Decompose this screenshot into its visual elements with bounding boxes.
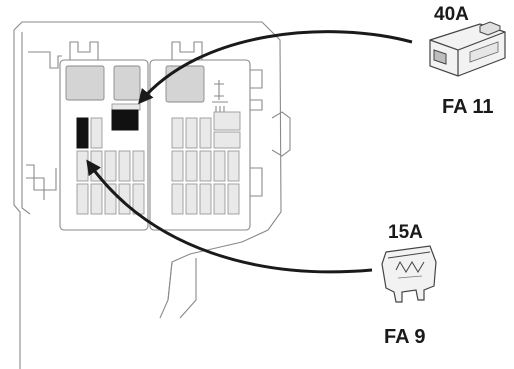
fuse-slot <box>227 150 240 182</box>
fuse-slot <box>213 150 226 182</box>
relay-slot <box>165 65 205 103</box>
fuse-slot <box>104 183 117 215</box>
fuse-slot <box>185 117 198 149</box>
fuse-slot <box>213 111 241 131</box>
fuse-box-housing <box>13 21 291 369</box>
fuse-rating-15a: 15A <box>388 222 423 243</box>
fuse-slot <box>213 183 226 215</box>
fuse-fa9-highlight <box>76 117 89 149</box>
arrow-to-fa11 <box>138 30 413 105</box>
fuse-slot <box>199 150 212 182</box>
fuse-slot <box>185 150 198 182</box>
fuse-slot <box>199 183 212 215</box>
fuse-slot <box>90 183 103 215</box>
fuse-slot <box>76 150 89 182</box>
blade-fuse-icon <box>381 245 437 303</box>
fuse-slot <box>171 183 184 215</box>
fuse-slot <box>132 150 145 182</box>
right-fuse-panel <box>149 41 263 231</box>
fuse-fa11-highlight <box>111 109 139 131</box>
fuse-slot <box>104 150 117 182</box>
fuse-rating-40a: 40A <box>434 4 469 25</box>
fuse-slot <box>227 183 240 215</box>
fuse-slot <box>118 150 131 182</box>
fuse-code-fa11: FA 11 <box>442 96 494 118</box>
fuse-slot <box>171 117 184 149</box>
fuse-slot <box>199 117 212 149</box>
fuse-slot <box>185 183 198 215</box>
fuse-slot <box>90 117 103 149</box>
relay-slot <box>65 65 105 101</box>
cartridge-fuse-icon <box>429 21 506 77</box>
fuse-slot <box>76 183 89 215</box>
fuse-slot <box>213 131 241 149</box>
fuse-code-fa9: FA 9 <box>384 326 426 348</box>
relay-slot <box>113 65 141 101</box>
left-fuse-panel <box>59 41 149 231</box>
arrow-to-fa9 <box>86 159 373 274</box>
fuse-slot <box>111 103 141 111</box>
fuse-slot <box>171 150 184 182</box>
